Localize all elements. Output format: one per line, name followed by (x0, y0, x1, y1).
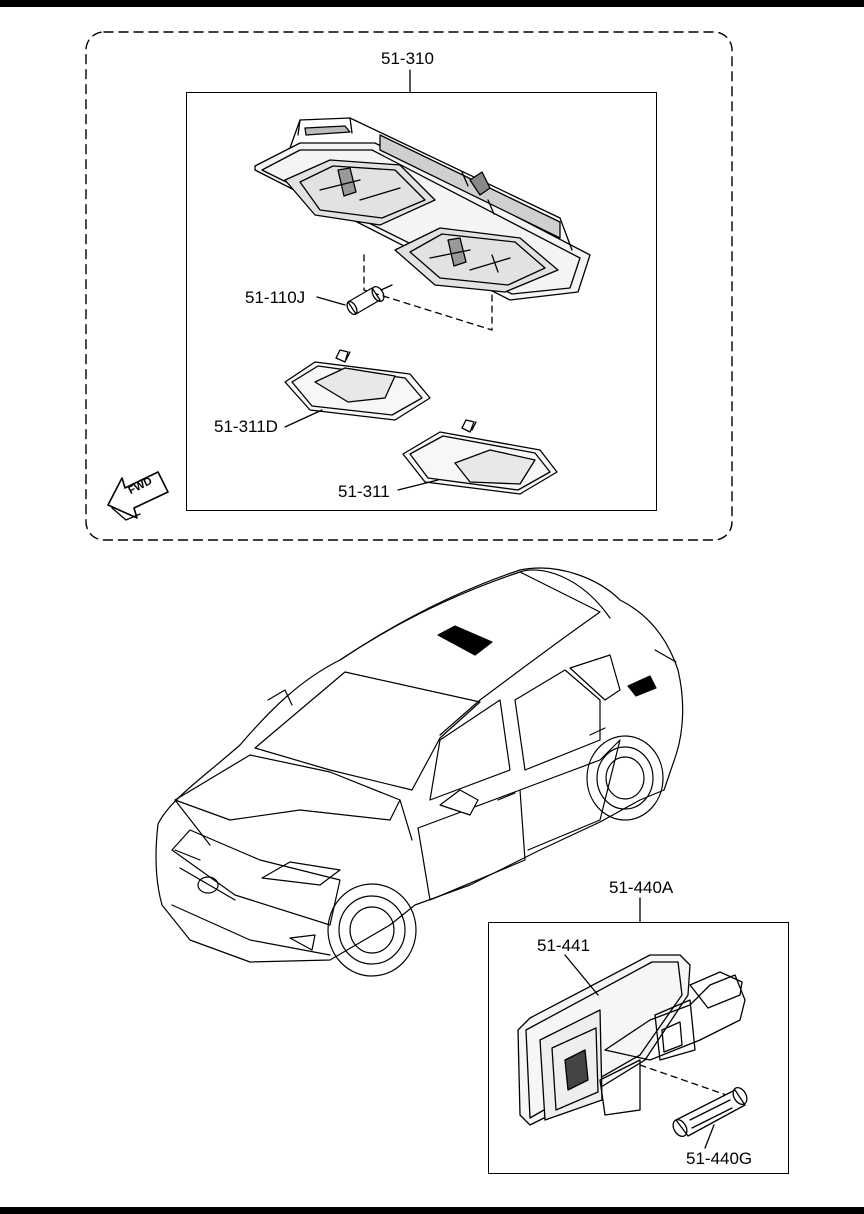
leader-51-440g (704, 1124, 715, 1149)
bulb-projection-dashed (363, 254, 493, 331)
part-label-51-311: 51-311 (338, 482, 390, 501)
lens-51-311-icon (402, 419, 558, 495)
lens-51-311d-icon (284, 349, 431, 421)
overhead-console-icon (254, 117, 591, 301)
leader-51-311d (284, 409, 323, 428)
part-label-51-440a: 51-440A (609, 878, 674, 897)
part-label-51-311d: 51-311D (214, 417, 278, 436)
part-label-51-310: 51-310 (381, 49, 434, 68)
fwd-arrow-icon (107, 471, 169, 521)
cargo-lamp-housing-icon (517, 954, 746, 1126)
leader-51-311 (397, 479, 439, 491)
part-label-51-441: 51-441 (537, 936, 590, 955)
upper-group-dashed-border (85, 31, 733, 541)
bulb-51-440g-icon (672, 1086, 748, 1138)
bulb-51-110j-icon (346, 284, 393, 316)
leader-51-441 (564, 954, 599, 996)
part-label-51-110j: 51-110J (245, 288, 306, 307)
top-rule (0, 0, 864, 7)
lower-bulb-projection-dashed (639, 1064, 736, 1099)
bottom-rule (0, 1207, 864, 1214)
suv-outline-icon (155, 567, 684, 977)
leader-51-110j (316, 296, 346, 306)
upper-assembly-box (186, 92, 657, 511)
part-label-51-440g: 51-440G (686, 1149, 753, 1168)
lower-assembly-box (488, 922, 789, 1174)
